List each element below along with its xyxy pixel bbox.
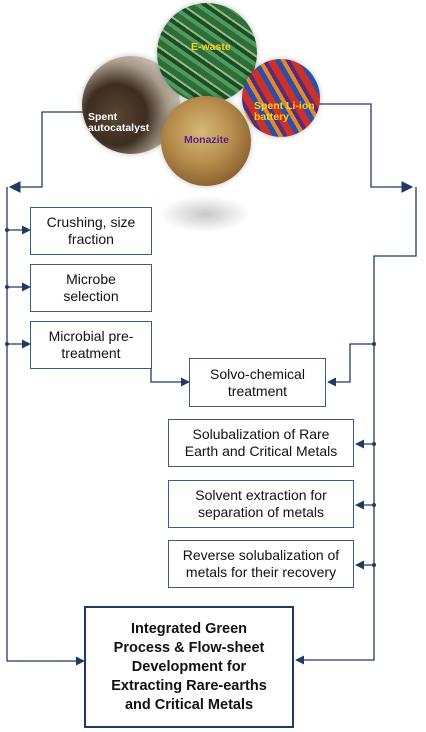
arrow-left-to-final bbox=[6, 640, 85, 666]
left-source-connector bbox=[8, 111, 84, 193]
solubilization-box: Solubalization of Rare Earth and Critica… bbox=[168, 419, 354, 467]
reverse-solubilization-box: Reverse solubalization of metals for the… bbox=[168, 540, 354, 588]
solvent-extraction-box: Solvent extraction for separation of met… bbox=[168, 480, 354, 528]
arrow-to-solvo bbox=[327, 343, 374, 387]
e-waste-image bbox=[157, 3, 257, 103]
e-waste-label: E-waste bbox=[191, 41, 231, 53]
arrow-pretreatment-to-solvo bbox=[150, 368, 190, 387]
monazite-label: Monazite bbox=[184, 134, 229, 146]
microbe-selection-box: Microbe selection bbox=[30, 264, 152, 312]
right-source-connector bbox=[310, 103, 414, 193]
microbial-pretreatment-box: Microbial pre- treatment bbox=[30, 321, 152, 369]
integrated-process-box: Integrated Green Process & Flow-sheet De… bbox=[84, 606, 294, 728]
drop-shadow bbox=[160, 196, 250, 232]
spent-autocatalyst-label: Spent autocatalyst bbox=[88, 111, 150, 134]
solvo-chemical-box: Solvo-chemical treatment bbox=[189, 358, 326, 407]
monazite-image bbox=[161, 96, 251, 186]
crushing-box: Crushing, size fraction bbox=[30, 207, 152, 255]
arrow-right-to-final bbox=[295, 641, 375, 665]
spent-li-ion-battery-label: Spent Li-ion battery bbox=[254, 100, 315, 123]
right-trunk-top bbox=[373, 187, 417, 641]
spent-li-ion-battery-image bbox=[242, 59, 320, 137]
